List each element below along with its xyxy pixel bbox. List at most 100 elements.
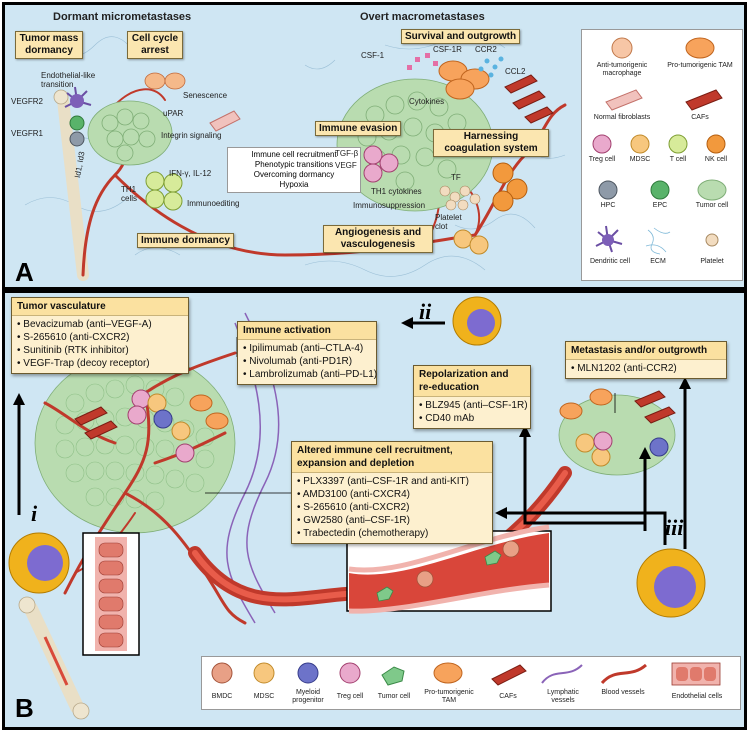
dendritic-cell-icon <box>64 86 92 108</box>
vasculature-drug: Bevacizumab (anti–VEGF-A) <box>17 318 183 331</box>
tam-metastasis-icon <box>559 388 613 420</box>
label-upar: uPAR <box>163 109 184 118</box>
legend-a-item: EPC <box>652 202 668 209</box>
repolarization-drug: CD40 mAb <box>419 412 525 425</box>
legend-a-item: MDSC <box>629 156 651 163</box>
center-process-box: Immune cell recruitment Phenotypic trans… <box>227 147 361 193</box>
vasculature-drug: Sunitinib (RTK inhibitor) <box>17 344 183 357</box>
legend-b-item: Tumor cell <box>377 693 411 700</box>
title-overt: Overt macrometastases <box>360 11 485 23</box>
legend-endothelial-icon <box>671 662 721 686</box>
center-line-2: Phenotypic transitions <box>254 160 334 169</box>
center-line-1: Immune cell recruitment <box>251 150 337 159</box>
center-line-3: Overcoming dormancy <box>253 170 335 179</box>
box-tumor-mass-dormancy: Tumor mass dormancy <box>15 31 83 59</box>
legend-lymphatic-icon <box>541 664 583 684</box>
legend-caf-icon <box>685 89 723 111</box>
vessel-inset <box>346 524 552 614</box>
panel-letter-a: A <box>15 257 34 287</box>
legend-a-item: Dendritic cell <box>589 258 631 265</box>
label-route-ii: ii <box>419 299 432 324</box>
box-angiogenesis: Angiogenesis and vasculogenesis <box>323 225 433 253</box>
mdsc-cells-icon <box>453 229 489 255</box>
panel-a: Dormant micrometastases Overt macrometas… <box>2 2 747 290</box>
legend-mdsc-b-icon <box>253 662 275 684</box>
label-th1-cells: TH1 cells <box>121 185 138 203</box>
box-immune-evasion: Immune evasion <box>315 121 402 136</box>
cafs-icon <box>504 74 554 124</box>
legend-b-item: Pro-tumorigenic TAM <box>424 689 474 704</box>
altered-title-2: expansion and depletion <box>297 458 415 469</box>
box-tumor-vasculature: Tumor vasculature Bevacizumab (anti–VEGF… <box>11 297 189 374</box>
legend-hpc-icon <box>598 180 618 200</box>
box-survival-outgrowth: Survival and outgrowth <box>401 29 521 44</box>
tumor-cell-cluster-small <box>87 100 173 166</box>
label-immunosuppression: Immunosuppression <box>353 201 426 210</box>
nanoparticle-icon-iii <box>636 548 706 618</box>
label-platelet-clot: Platelet clot <box>435 213 462 231</box>
legend-b-item: Myeloid progenitor <box>292 689 324 704</box>
platelet-clot-icon <box>439 185 481 211</box>
legend-blood-vessel-icon <box>600 663 647 685</box>
immune-activation-title: Immune activation <box>238 322 376 340</box>
senescent-cells-icon <box>144 72 186 90</box>
fibroblast-icon <box>209 110 241 132</box>
legend-b-item: Lymphatic vessels <box>547 689 579 704</box>
label-tgfb: TGF-β <box>335 149 359 158</box>
legend-epc-icon <box>650 180 670 200</box>
box-immune-activation: Immune activation Ipilimumab (anti–CTLA-… <box>237 321 377 385</box>
label-csf1r: CSF-1R <box>433 45 462 54</box>
nanoparticle-icon-ii <box>452 296 502 346</box>
metastasis-drug: MLN1202 (anti-CCR2) <box>571 362 721 375</box>
box-metastasis-outgrowth: Metastasis and/or outgrowth MLN1202 (ant… <box>565 341 727 379</box>
tam-cluster-icon <box>438 60 490 100</box>
altered-drug: S-265610 (anti-CXCR2) <box>297 501 487 514</box>
label-integrin-signaling: Integrin signaling <box>161 131 222 140</box>
immune-activation-drug: Lambrolizumab (anti–PD-L1) <box>243 368 377 381</box>
label-senescence: Senescence <box>183 91 228 100</box>
panel-b-art <box>8 296 706 720</box>
legend-a-item: Platelet <box>700 258 724 265</box>
legend-b-icons <box>211 662 721 686</box>
legend-b-item: MDSC <box>253 693 275 700</box>
bone-icon <box>53 89 89 281</box>
ccl2-molecules-icon <box>478 56 504 78</box>
bone-icon-b <box>18 596 90 720</box>
box-immune-dormancy: Immune dormancy <box>137 233 234 248</box>
label-vegfr2: VEGFR2 <box>11 97 44 106</box>
csf1-molecules-icon <box>407 53 438 70</box>
label-route-i: i <box>31 501 38 526</box>
center-line-4: Hypoxia <box>279 180 309 189</box>
immune-cells-metastasis-icon <box>575 431 669 467</box>
title-dormant: Dormant micrometastases <box>53 11 192 23</box>
circulating-tumor-cell-icon <box>376 550 502 602</box>
legend-treg-icon <box>592 134 612 154</box>
vasculature-drug: S-265610 (anti-CXCR2) <box>17 331 183 344</box>
repolarization-title: Repolarization and re-education <box>414 366 530 397</box>
legend-panel-a: Anti-tumorigenic macrophage Pro-tumorige… <box>581 29 743 281</box>
label-tf: TF <box>451 173 461 182</box>
label-route-iii: iii <box>665 515 684 540</box>
legend-dendritic-icon <box>595 225 623 253</box>
legend-tumor-b-icon <box>381 666 405 686</box>
legend-a-item: Treg cell <box>588 156 616 163</box>
immune-activation-drug: Nivolumab (anti-PD1R) <box>243 355 371 368</box>
label-endothelial-transition: Endothelial-like transition <box>41 71 96 89</box>
legend-b-item: Endothelial cells <box>671 693 723 700</box>
box-altered-immune: Altered immune cell recruitment, expansi… <box>291 441 493 544</box>
vasculature-title: Tumor vasculature <box>12 298 188 316</box>
label-vegf: VEGF <box>335 161 357 170</box>
box-cell-cycle-arrest: Cell cycle arrest <box>127 31 183 59</box>
immune-cells-primary-icon <box>127 389 229 463</box>
delivery-arrows <box>17 321 687 549</box>
legend-a-item: Pro-tumorigenic TAM <box>667 62 733 69</box>
legend-panel-b: BMDC MDSC Myeloid progenitor Treg cell T… <box>201 656 741 710</box>
nanoparticle-icon-i <box>8 532 70 594</box>
legend-mdsc-icon <box>630 134 650 154</box>
legend-tcell-icon <box>668 134 688 154</box>
legend-b-item: Blood vessels <box>601 689 645 696</box>
repolarization-title-2: re-education <box>419 382 480 393</box>
panel-letter-b: B <box>15 693 34 723</box>
immune-activation-drug: Ipilimumab (anti–CTLA-4) <box>243 342 371 355</box>
